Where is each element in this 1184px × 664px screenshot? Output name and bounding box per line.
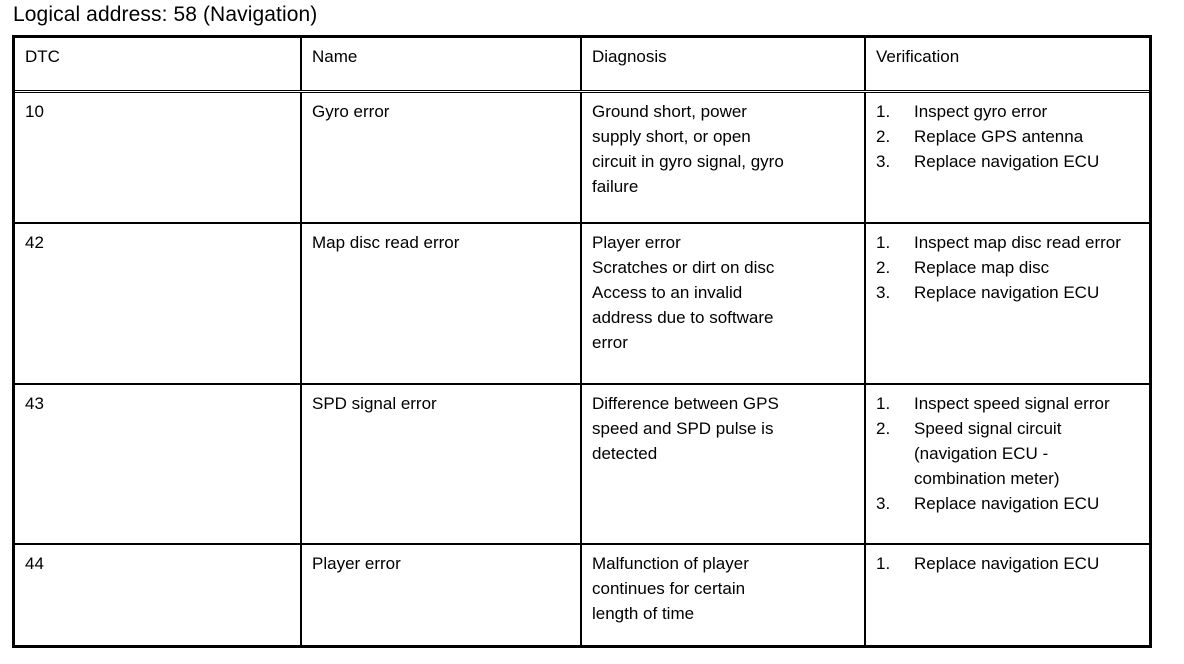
verification-step: 1. Inspect gyro error: [876, 99, 1140, 124]
diagnosis-line: address due to software: [592, 308, 774, 328]
verification-step-text: Replace navigation ECU: [914, 152, 1100, 171]
verification-step: 2. Speed signal circuit (navigation ECU -…: [876, 416, 1140, 491]
diagnosis-line: speed and SPD pulse is: [592, 418, 774, 438]
verification-step-text: Replace map disc: [914, 258, 1050, 278]
verification-step-text: Replace GPS antenna: [914, 127, 1084, 146]
column-header-diagnosis: Diagnosis: [581, 38, 866, 93]
verification-step-text: Replace navigation ECU: [914, 553, 1100, 573]
cell-name: SPD signal error: [301, 383, 582, 544]
verification-list: 1. Inspect gyro error 2. Replace GPS antenn…: [876, 99, 1140, 174]
verification-list: 1. Replace navigation ECU: [876, 551, 1140, 576]
verification-step: 2. Replace GPS antenna: [876, 124, 1140, 149]
verification-step-number: 2.: [876, 258, 891, 278]
cell-name: Player error: [301, 543, 582, 645]
diagnosis-line: supply short, or open: [592, 127, 751, 146]
column-header-name: Name: [301, 38, 582, 93]
diagnosis-line: Scratches or dirt on disc: [592, 258, 775, 278]
diagnosis-line: continues for certain: [592, 578, 746, 598]
diagnosis-text: Malfunction of player continues for certa…: [592, 551, 855, 626]
verification-step: 3. Replace navigation ECU: [876, 491, 1140, 516]
cell-diagnosis: Malfunction of player continues for certa…: [581, 543, 866, 645]
verification-step-number: 1.: [876, 102, 891, 121]
cell-name: Map disc read error: [301, 223, 582, 384]
diagnosis-line: Player error: [592, 233, 681, 253]
diagnosis-line: Ground short, power: [592, 102, 747, 121]
cell-name: Gyro error: [301, 91, 582, 224]
verification-list: 1. Inspect speed signal error 2. Speed sign…: [876, 391, 1140, 516]
diagnosis-line: detected: [592, 443, 658, 463]
cell-verification: 1. Inspect map disc read error 2. Replace m…: [865, 223, 1149, 383]
verification-step: 3. Replace navigation ECU: [876, 280, 1140, 305]
cell-dtc: 44: [15, 543, 302, 645]
column-header-verification: Verification: [865, 38, 1149, 93]
verification-step-text: Inspect gyro error: [914, 102, 1048, 121]
page-title: Logical address: 58 (Navigation): [13, 3, 318, 26]
verification-step-number: 3.: [876, 493, 891, 513]
cell-verification: 1. Inspect speed signal error 2. Speed sign…: [865, 384, 1149, 544]
verification-step-number: 1.: [876, 233, 891, 253]
verification-step-number: 1.: [876, 393, 891, 413]
verification-list: 1. Inspect map disc read error 2. Replace m…: [876, 230, 1140, 305]
verification-step-number: 1.: [876, 553, 891, 573]
cell-diagnosis: Ground short, power supply short, or open…: [581, 91, 866, 224]
cell-verification: 1. Inspect gyro error 2. Replace GPS antenn…: [865, 92, 1149, 224]
verification-step-text: Inspect map disc read error: [914, 233, 1121, 253]
diagnosis-line: Access to an invalid: [592, 283, 743, 303]
verification-step: 2. Replace map disc: [876, 255, 1140, 280]
cell-dtc: 43: [15, 383, 302, 544]
verification-step-number: 3.: [876, 283, 891, 303]
verification-step-text: Replace navigation ECU: [914, 283, 1100, 303]
diagnosis-line: error: [592, 333, 628, 353]
diagnosis-line: length of time: [592, 603, 695, 623]
verification-step: 3. Replace navigation ECU: [876, 149, 1140, 174]
cell-dtc: 42: [15, 223, 302, 384]
verification-step-number: 2.: [876, 418, 891, 438]
diagnosis-text: Difference between GPS speed and SPD puls…: [592, 391, 855, 466]
diagnosis-text: Ground short, power supply short, or open…: [592, 99, 855, 199]
table-header-row: DTC Name Diagnosis Verification: [15, 38, 1149, 93]
cell-dtc: 10: [15, 91, 302, 224]
verification-step-text: Replace navigation ECU: [914, 493, 1100, 513]
diagnosis-line: circuit in gyro signal, gyro: [592, 152, 784, 171]
verification-step-number: 2.: [876, 127, 891, 146]
verification-step-number: 3.: [876, 152, 891, 171]
verification-step: 1. Inspect map disc read error: [876, 230, 1140, 255]
verification-step: 1. Replace navigation ECU: [876, 551, 1140, 576]
diagnosis-line: Malfunction of player: [592, 553, 749, 573]
verification-step-text: Inspect speed signal error: [914, 393, 1110, 413]
diagnosis-line: Difference between GPS: [592, 393, 779, 413]
verification-step-text: Speed signal circuit (navigation ECU - c…: [914, 418, 1062, 488]
cell-verification: 1. Replace navigation ECU: [865, 544, 1149, 645]
cell-diagnosis: Difference between GPS speed and SPD puls…: [581, 383, 866, 544]
diagnosis-line: failure: [592, 177, 639, 196]
verification-step: 1. Inspect speed signal error: [876, 391, 1140, 416]
table-header: DTC Name Diagnosis Verification: [15, 38, 1149, 93]
column-header-dtc: DTC: [15, 38, 302, 93]
